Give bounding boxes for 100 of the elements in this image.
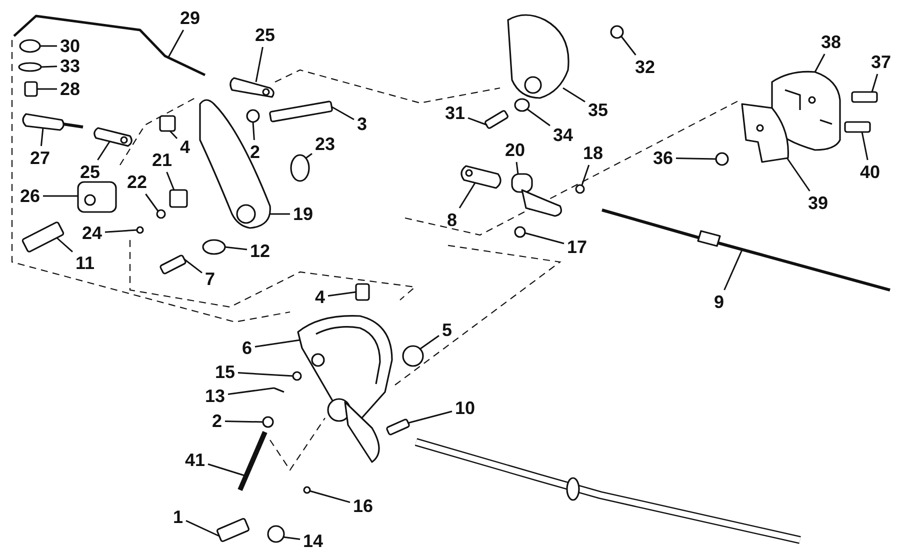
callout-number: 26 — [18, 186, 42, 206]
cotter-pin — [274, 387, 284, 393]
callout-number: 14 — [302, 531, 324, 551]
leader-line — [186, 520, 220, 537]
callout-number: 3 — [356, 114, 368, 134]
leader-line — [282, 536, 300, 540]
hex-bolt — [844, 121, 871, 133]
leader-line — [581, 164, 590, 186]
callout-number: 16 — [352, 496, 374, 516]
clip — [303, 486, 311, 494]
bushing — [159, 115, 176, 132]
callout-number: 37 — [870, 52, 892, 72]
washer — [267, 525, 285, 543]
callout-number: 5 — [441, 320, 453, 340]
rod-end — [460, 165, 502, 189]
leader-line — [166, 172, 175, 190]
leader-line — [786, 158, 810, 192]
leader-line — [97, 140, 111, 160]
callout-number: 4 — [314, 287, 326, 307]
rod-end — [22, 113, 84, 131]
leader-line — [310, 490, 350, 504]
leader-line — [184, 258, 202, 274]
callout-number: 11 — [74, 253, 96, 273]
ball-socket — [230, 77, 274, 98]
callout-number: 27 — [28, 148, 52, 168]
hex-bolt — [851, 91, 878, 103]
callout-number: 4 — [179, 137, 191, 157]
bracket — [77, 181, 117, 213]
leader-line — [458, 182, 476, 208]
callout-number: 6 — [241, 338, 253, 358]
leader-line — [228, 387, 274, 395]
callout-number: 40 — [858, 162, 882, 182]
callout-number: 20 — [504, 140, 526, 160]
leader-line — [562, 87, 586, 102]
callout-number: 41 — [184, 450, 206, 470]
callout-number: 18 — [582, 143, 604, 163]
leader-line — [332, 106, 354, 120]
leader-line — [306, 153, 312, 159]
washer — [292, 371, 302, 381]
screw — [238, 431, 268, 491]
leader-line — [328, 291, 356, 297]
callout-number: 32 — [634, 57, 656, 77]
callout-number: 2 — [249, 142, 261, 162]
callout-number: 28 — [58, 79, 82, 99]
leader-line — [420, 334, 440, 350]
ball-stud — [24, 81, 38, 97]
leader-line — [40, 45, 57, 47]
washer — [136, 226, 144, 234]
cable-anchor-block — [771, 70, 841, 151]
bushing — [169, 189, 188, 208]
callout-number: 22 — [126, 172, 148, 192]
callout-number: 12 — [248, 241, 272, 261]
leader-line — [145, 194, 159, 212]
callout-number: 17 — [566, 237, 588, 257]
leader-line — [526, 108, 550, 126]
leader-line — [252, 122, 255, 140]
callout-number: 33 — [58, 56, 82, 76]
washer — [514, 98, 530, 112]
leader-line — [43, 195, 78, 197]
leader-line — [238, 372, 294, 377]
callout-number: 38 — [820, 32, 842, 52]
callout-number: 25 — [78, 162, 102, 182]
leader-line — [167, 30, 184, 58]
washer — [610, 25, 624, 39]
ball-socket — [94, 127, 132, 147]
leader-line — [408, 410, 452, 424]
leader-line — [169, 130, 178, 140]
hex-bolt — [715, 152, 729, 166]
hex-nut — [246, 109, 260, 123]
callout-number: 36 — [652, 148, 674, 168]
leader-line — [516, 162, 519, 174]
callout-number: 2 — [211, 411, 223, 431]
callout-number: 9 — [713, 292, 725, 312]
leader-line — [255, 46, 264, 82]
leader-line — [224, 246, 248, 250]
callout-number: 29 — [178, 8, 202, 28]
leader-line — [468, 117, 488, 126]
callout-number: 13 — [204, 386, 226, 406]
leader-line — [270, 213, 290, 215]
callout-number: 10 — [454, 398, 476, 418]
leader-line — [40, 66, 58, 68]
callout-number: 30 — [58, 36, 82, 56]
leader-line — [37, 88, 57, 90]
leader-line — [254, 339, 300, 348]
leader-line — [56, 237, 73, 252]
cam-bracket — [507, 14, 570, 99]
leader-line — [208, 463, 246, 477]
callout-number: 8 — [446, 210, 458, 230]
callout-number: 31 — [444, 103, 466, 123]
callout-number: 19 — [292, 204, 314, 224]
callout-number: 24 — [80, 223, 104, 243]
callout-number: 35 — [586, 100, 610, 120]
pin — [355, 283, 370, 301]
callout-number: 34 — [552, 125, 574, 145]
quadrant-lever — [297, 315, 393, 463]
leader-line — [814, 54, 826, 72]
callout-number: 23 — [314, 134, 336, 154]
screw — [514, 226, 526, 238]
washer — [156, 209, 166, 219]
callout-number: 15 — [214, 362, 236, 382]
